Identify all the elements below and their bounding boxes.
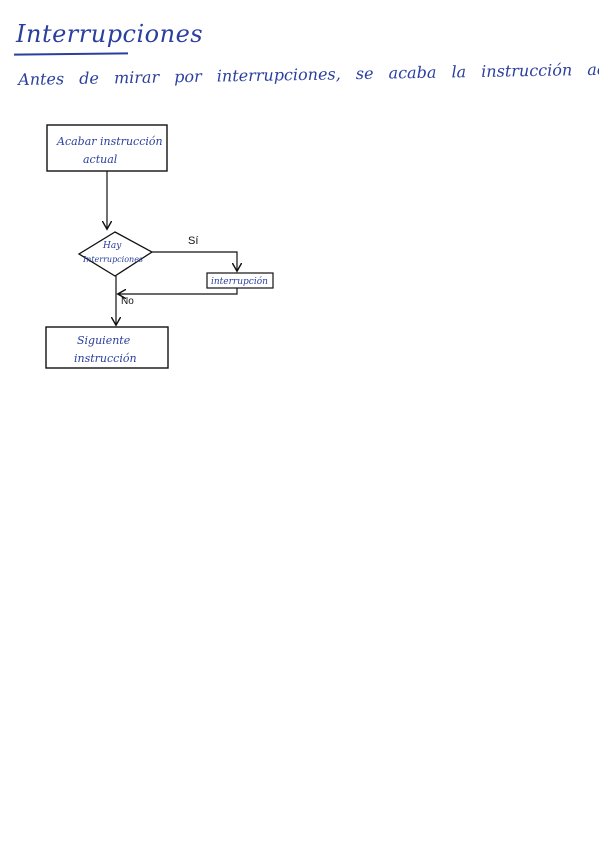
decision-diamond (77, 231, 154, 277)
no-label: No (121, 296, 134, 307)
next-box-label-2: instrucción (74, 352, 137, 365)
arrow-yes-branch (152, 251, 237, 270)
yes-label: Sí (188, 235, 198, 247)
interrupt-box (206, 272, 274, 289)
next-box (45, 326, 169, 369)
next-box-label-1: Siguiente (77, 334, 131, 347)
start-box-label-1: Acabar instrucción (56, 135, 163, 148)
interrupt-box-label: interrupción (211, 276, 268, 287)
arrow-interrupt-return (119, 288, 238, 294)
decision-label-1: Hay (102, 241, 122, 251)
start-box-label-2: actual (83, 153, 118, 166)
page-title: Interrupciones (16, 20, 204, 48)
decision-label-2: Interrupciones (82, 255, 143, 264)
